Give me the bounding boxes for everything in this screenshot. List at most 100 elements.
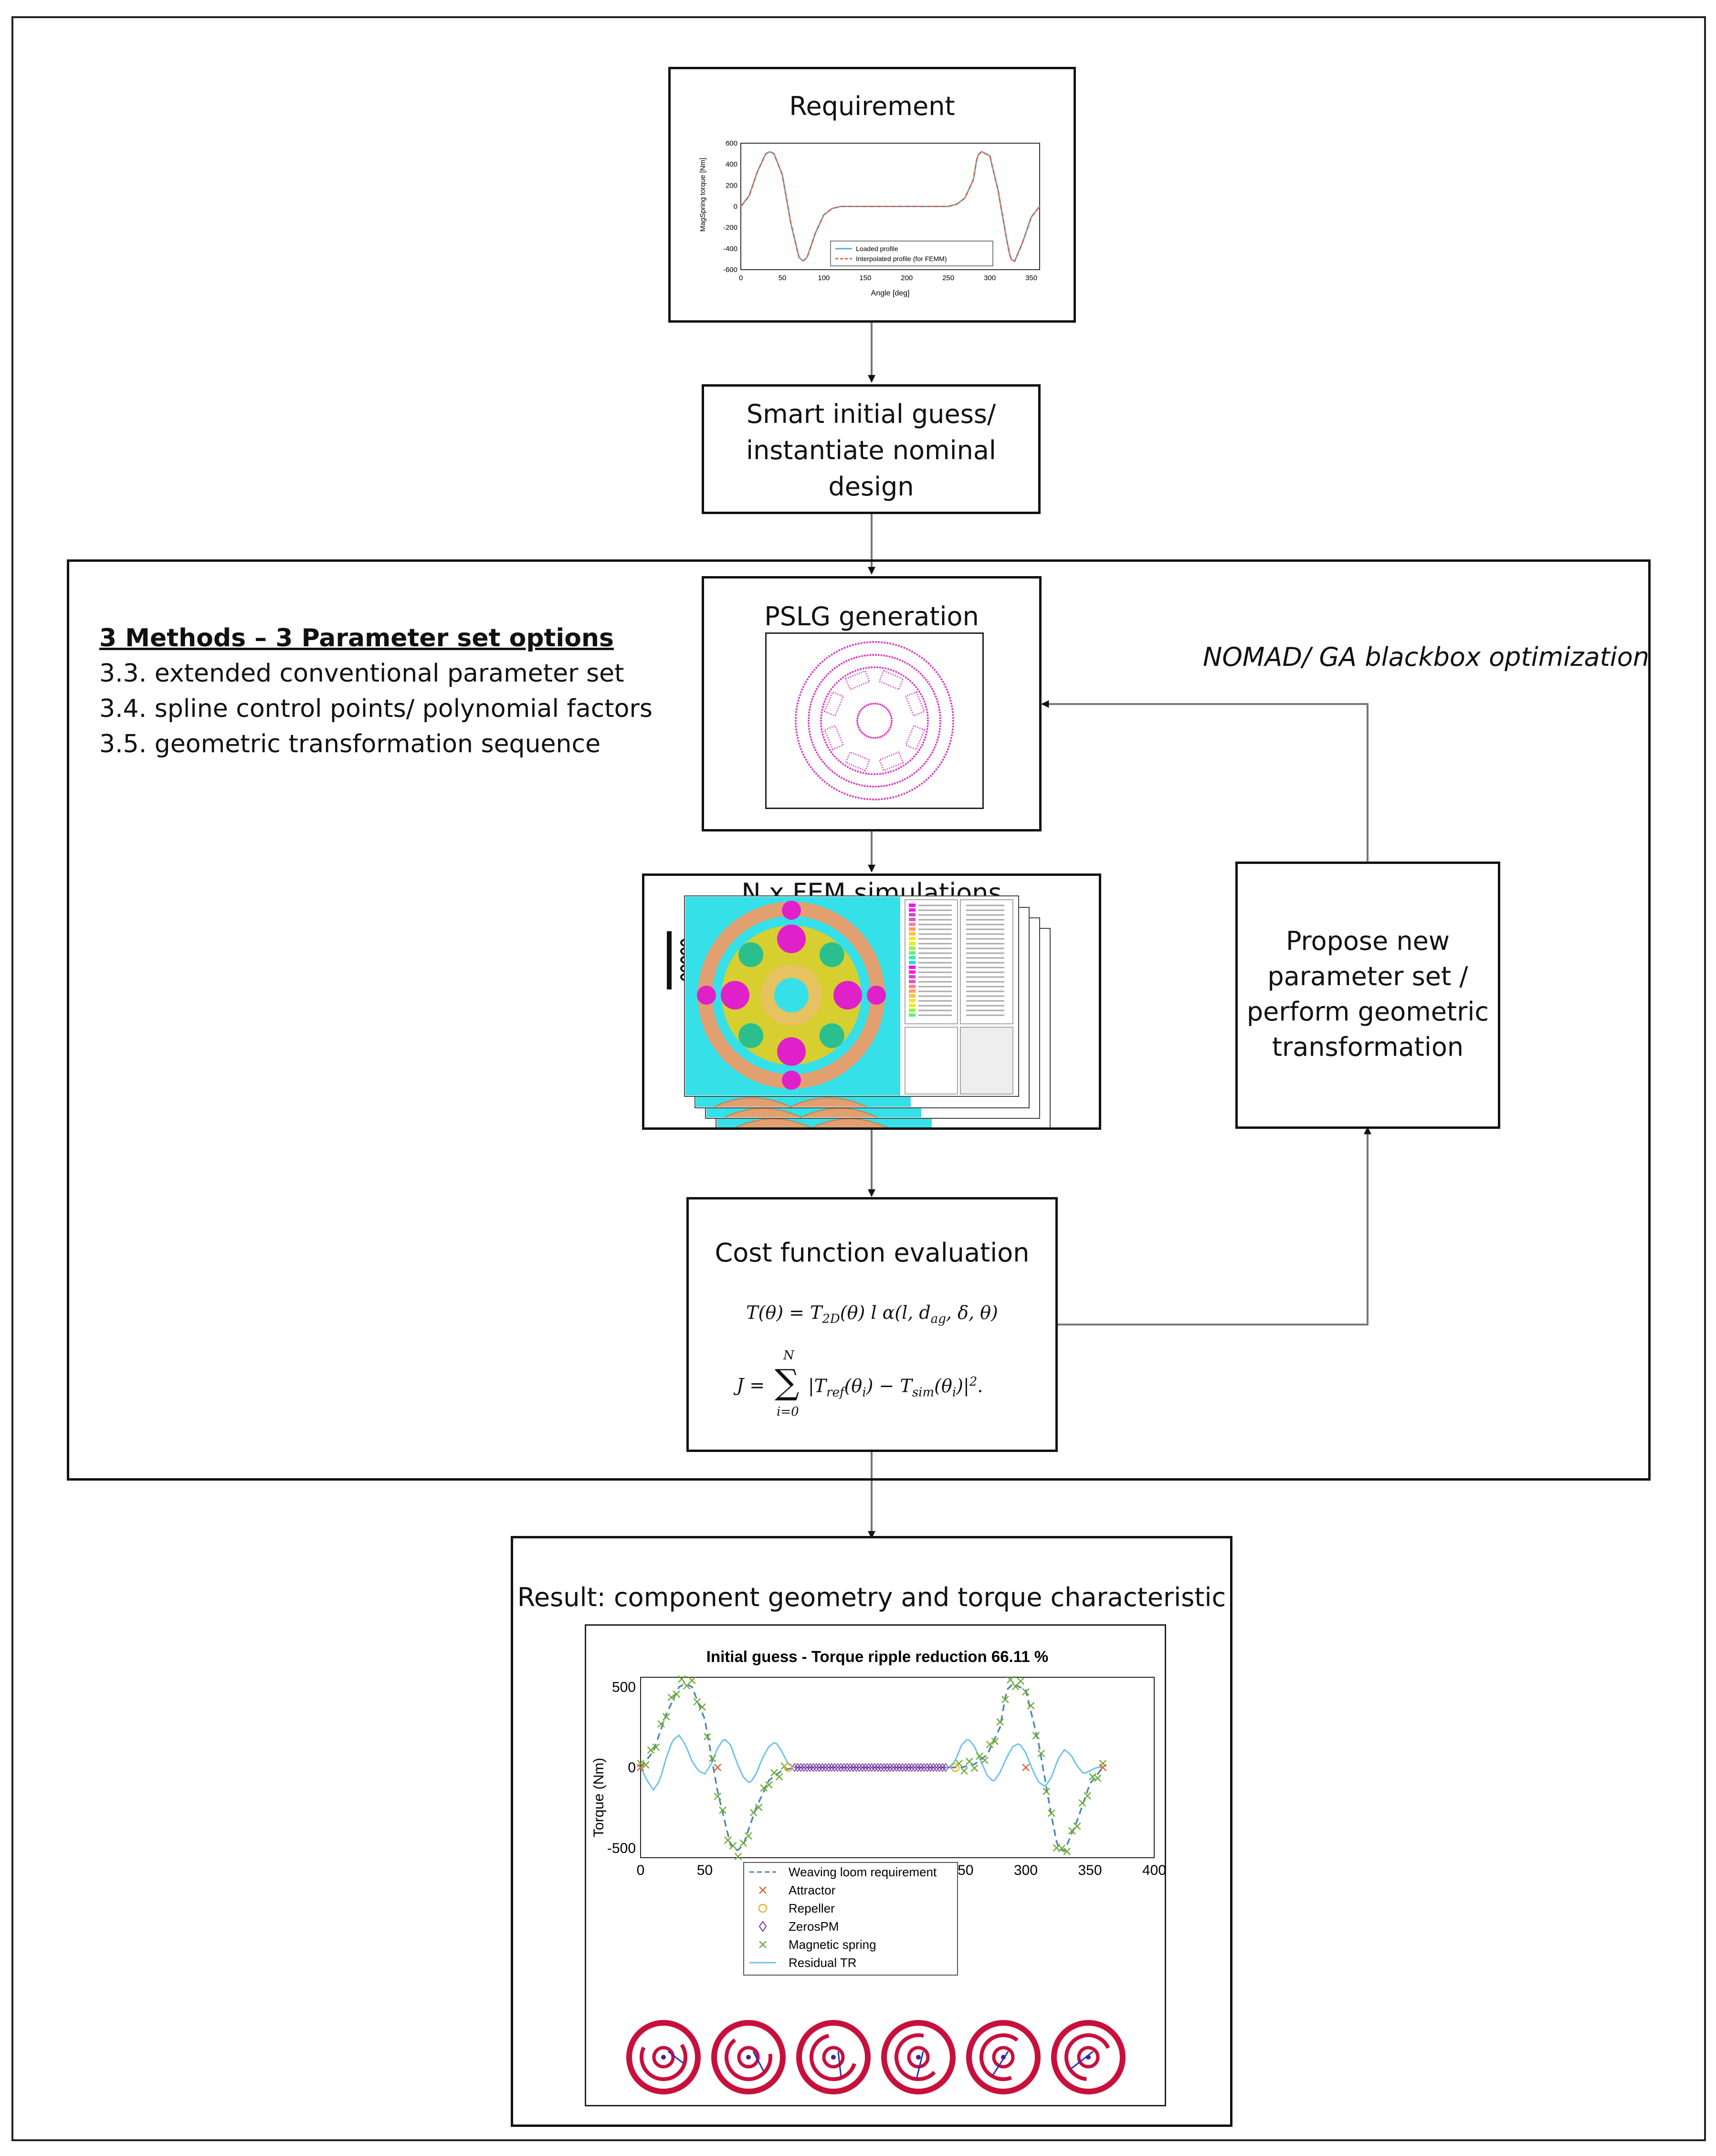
pslg-node — [947, 745, 950, 747]
pslg-node — [827, 673, 830, 675]
magnetic-spring-marker — [991, 1737, 999, 1746]
pslg-node — [828, 655, 831, 657]
magnetic-spring-marker-stroke — [1073, 1822, 1081, 1830]
pslg-magnet — [878, 751, 905, 772]
methods-item-1: 3.3. extended conventional parameter set — [99, 659, 624, 688]
pslg-node — [803, 756, 806, 758]
pslg-node — [925, 778, 927, 781]
pslg-node — [846, 793, 849, 796]
geometry-thumbnail — [881, 2020, 956, 2094]
magnetic-spring-marker-stroke — [1006, 1676, 1014, 1684]
pslg-node — [824, 698, 827, 700]
pslg-node — [811, 741, 813, 744]
pslg-node — [926, 725, 929, 727]
initial-guess-line-3: design — [828, 472, 914, 502]
magnetic-spring-marker-stroke — [708, 1755, 716, 1762]
legend-label: Attractor — [789, 1883, 836, 1897]
magnetic-spring-marker-stroke — [960, 1767, 968, 1775]
pslg-node — [835, 757, 838, 760]
req-xtick-label: 300 — [984, 274, 996, 282]
methods-list: 3 Methods – 3 Parameter set options 3.3.… — [99, 621, 653, 762]
pslg-node — [895, 795, 897, 798]
pslg-node — [881, 641, 883, 643]
magnetic-spring-marker — [1022, 1688, 1030, 1696]
pslg-node — [947, 691, 949, 694]
pslg-node — [951, 728, 954, 731]
fem-pole — [777, 1037, 806, 1066]
pslg-node — [952, 719, 955, 722]
pslg-node — [829, 768, 832, 771]
magnetic-spring-marker — [662, 1713, 670, 1721]
pslg-node — [845, 779, 848, 781]
pslg-magnet — [844, 751, 871, 772]
pslg-node — [859, 728, 861, 731]
magnetic-spring-marker-stroke — [678, 1675, 685, 1683]
pslg-node — [795, 711, 798, 713]
pslg-node — [812, 695, 814, 698]
magnetic-spring-marker — [981, 1756, 989, 1764]
pslg-node — [879, 736, 882, 738]
magnetic-spring-marker — [986, 1741, 994, 1748]
magnetic-spring-marker-stroke — [970, 1764, 979, 1772]
pslg-node — [849, 672, 852, 674]
pslg-node — [836, 774, 838, 776]
pslg-node — [852, 795, 854, 798]
pslg-node — [879, 773, 881, 775]
pslg-node — [911, 682, 914, 684]
pslg-node — [854, 769, 856, 772]
pslg-node — [900, 793, 903, 796]
pslg-node — [808, 708, 811, 711]
magnetic-spring-marker-stroke — [1078, 1799, 1086, 1807]
fem-pole — [721, 981, 749, 1010]
req-ytick-label: 400 — [726, 160, 737, 168]
magnetic-spring-marker-stroke — [770, 1769, 778, 1777]
pslg-node — [897, 644, 900, 647]
magnetic-spring-marker-stroke — [1084, 1792, 1091, 1800]
pslg-node — [802, 686, 805, 688]
propose-line-1: Propose new — [1285, 926, 1450, 956]
pslg-node — [866, 654, 869, 656]
pslg-node — [865, 735, 868, 737]
fem-legend-swatch — [909, 951, 916, 955]
pslg-node — [831, 770, 834, 773]
thumb-magnet-line — [992, 2051, 1009, 2076]
pslg-node — [821, 778, 824, 781]
pslg-node — [806, 761, 809, 763]
pslg-node — [863, 734, 866, 736]
magnetic-spring-marker — [708, 1755, 716, 1762]
arrow-cost-to-propose — [1057, 1126, 1371, 1325]
pslg-node — [947, 748, 949, 750]
pslg-node — [846, 673, 849, 676]
pslg-node — [813, 770, 816, 773]
magnetic-spring-marker — [1058, 1844, 1066, 1852]
pslg-node — [841, 648, 843, 650]
pslg-node — [890, 669, 892, 671]
pslg-node — [877, 785, 880, 788]
pslg-node — [833, 684, 836, 686]
pslg-node — [925, 705, 927, 708]
pslg-node — [860, 797, 863, 799]
pslg-node — [858, 784, 861, 786]
result-figure-panel: Initial guess - Torque ripple reduction … — [585, 1624, 1166, 2106]
thumb-inner-ring — [652, 2046, 675, 2069]
fem-gap-region — [819, 1023, 844, 1048]
pslg-node — [827, 693, 830, 695]
pslg-node — [892, 643, 895, 645]
fem-legend-swatch — [909, 913, 916, 916]
pslg-node — [905, 763, 907, 765]
pslg-magnet-outline — [878, 751, 905, 772]
pslg-node — [908, 790, 911, 792]
magnetic-spring-marker-stroke — [667, 1693, 675, 1702]
req-ytick-label: -400 — [723, 245, 737, 253]
pslg-node — [882, 772, 884, 775]
pslg-node — [849, 794, 852, 797]
pslg-magnet-outline — [844, 670, 871, 691]
pslg-node — [869, 654, 872, 656]
propose-box: Propose new parameter set / perform geom… — [1235, 862, 1500, 1129]
req-xtick-label: 350 — [1025, 274, 1037, 282]
pslg-node — [806, 678, 809, 681]
pslg-node — [844, 674, 847, 677]
pslg-node — [939, 719, 942, 722]
pslg-magnet-outline — [823, 691, 844, 717]
pslg-node — [796, 705, 798, 707]
